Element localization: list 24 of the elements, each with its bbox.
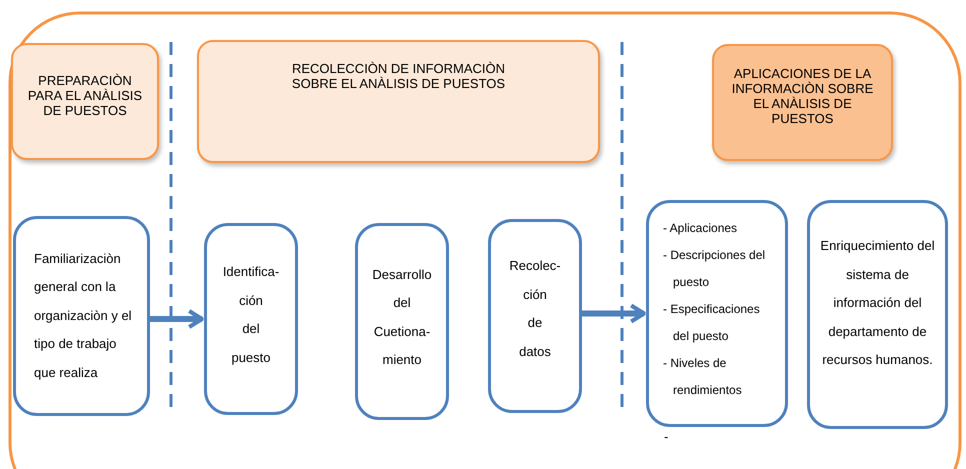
list-item: - Aplicaciones (663, 220, 738, 237)
phase-header-box (197, 40, 600, 163)
step-text: PREPARACIÒN PARA EL ANÀLISIS DE PUESTOS (26, 73, 144, 118)
step-box (646, 200, 788, 427)
step-box (488, 219, 582, 413)
arrow (582, 303, 646, 324)
phase-header-box (712, 44, 893, 161)
step-box (807, 200, 948, 429)
list-item: - Especificaciones del puesto (663, 301, 761, 345)
step-text: APLICACIONES DE LA INFORMACIÒN SOBRE EL ANÀLISIS DE PUESTOS (730, 66, 874, 126)
note-text: - (664, 429, 668, 444)
step-text: Identifica- ción del puesto (222, 263, 280, 367)
step-box (355, 223, 449, 420)
step-text: Familiarizaciòn general con la organizaciòn y el tipo de trabajo que realiza (34, 250, 133, 382)
step-text: Recolec- ción de datos (508, 257, 562, 360)
step-text: Enriquecimiento del sistema de información del departamento de recursos humanos. (820, 237, 935, 370)
arrow (150, 308, 204, 330)
step-box (204, 223, 298, 415)
list-item: - Descripciones del puesto (663, 247, 766, 291)
step-text: Desarrollo del Cuetiona- miento (371, 266, 433, 369)
step-box (13, 216, 150, 416)
phase-header-box (11, 43, 159, 160)
step-text: RECOLECCIÒN DE INFORMACIÒN SOBRE EL ANÀLISIS DE PUESTOS (290, 60, 506, 90)
list-item: - Niveles de rendimientos (663, 355, 743, 399)
